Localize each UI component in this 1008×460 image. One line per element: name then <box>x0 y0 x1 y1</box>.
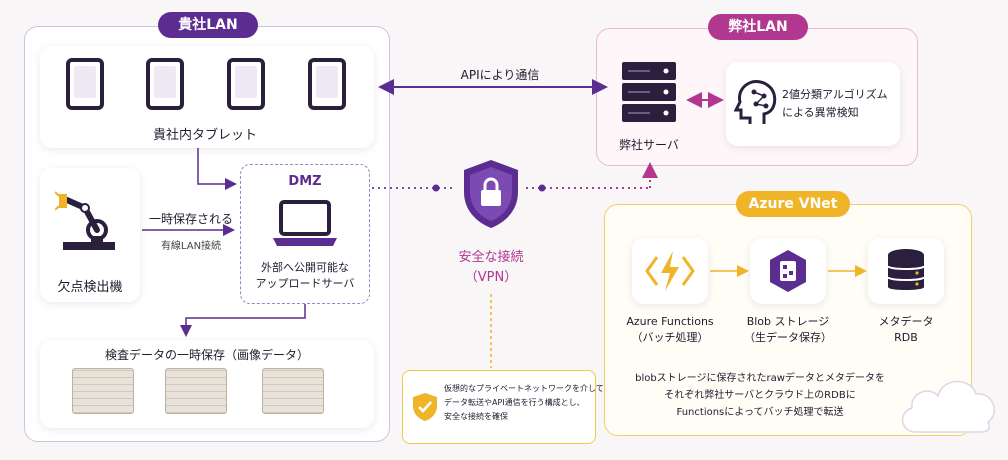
dmz-title: DMZ <box>288 174 322 189</box>
image-thumbnail <box>165 368 227 414</box>
laptop-icon <box>273 200 337 246</box>
brain-head-icon <box>734 80 777 124</box>
database-icon <box>887 249 925 290</box>
wired-lan-label: 有線LAN接続 <box>160 241 222 252</box>
image-thumbnail <box>262 368 324 414</box>
tablet-icon <box>146 58 184 110</box>
vpn-note-text: 仮想的なプライベートネットワークを介して データ転送やAPI通信を行う構成とし、… <box>444 384 604 421</box>
shield-check-icon <box>413 393 437 421</box>
dmz-storage-connector <box>180 304 306 337</box>
azure-functions-label: Azure Functions （バッチ処理） <box>626 315 714 344</box>
cloud-icon <box>902 380 995 433</box>
company-lan-label: 貴社LAN <box>158 12 258 38</box>
algorithm-label: 2値分類アルゴリズム による異常検知 <box>782 88 888 119</box>
tablet-icon <box>66 58 104 110</box>
tablets-label: 貴社内タブレット <box>152 128 257 143</box>
azure-note-text: blobストレージに保存されたrawデータとメタデータを それぞれ弊社サーバとク… <box>635 373 885 418</box>
temp-storage-label: 検査データの一時保存（画像データ） <box>104 348 309 362</box>
upload-server-label: 外部へ公開可能な アップロードサーバ <box>255 261 355 290</box>
rdb-label: メタデータ RDB <box>878 315 934 344</box>
blob-storage-label: Blob ストレージ （生データ保存） <box>744 315 832 344</box>
defect-detector-label: 欠点検出機 <box>57 280 123 295</box>
server-icon <box>622 62 676 122</box>
tablet-icon <box>308 58 346 110</box>
image-thumbnail <box>72 368 134 414</box>
vpn-label: 安全な接続 （VPN） <box>458 250 524 285</box>
our-lan-label: 弊社LAN <box>708 14 808 40</box>
robot-arm-icon <box>55 191 115 250</box>
tablet-icon <box>227 58 265 110</box>
api-label: APIにより通信 <box>460 68 540 82</box>
blob-storage-icon <box>770 250 806 292</box>
temp-saved-label: 一時保存される <box>148 212 233 226</box>
lightning-icon <box>645 251 695 291</box>
tablets-dmz-connector <box>197 148 237 190</box>
azure-vnet-label: Azure VNet <box>736 191 850 217</box>
our-server-label: 弊社サーバ <box>619 138 679 152</box>
shield-lock-icon <box>464 160 518 228</box>
